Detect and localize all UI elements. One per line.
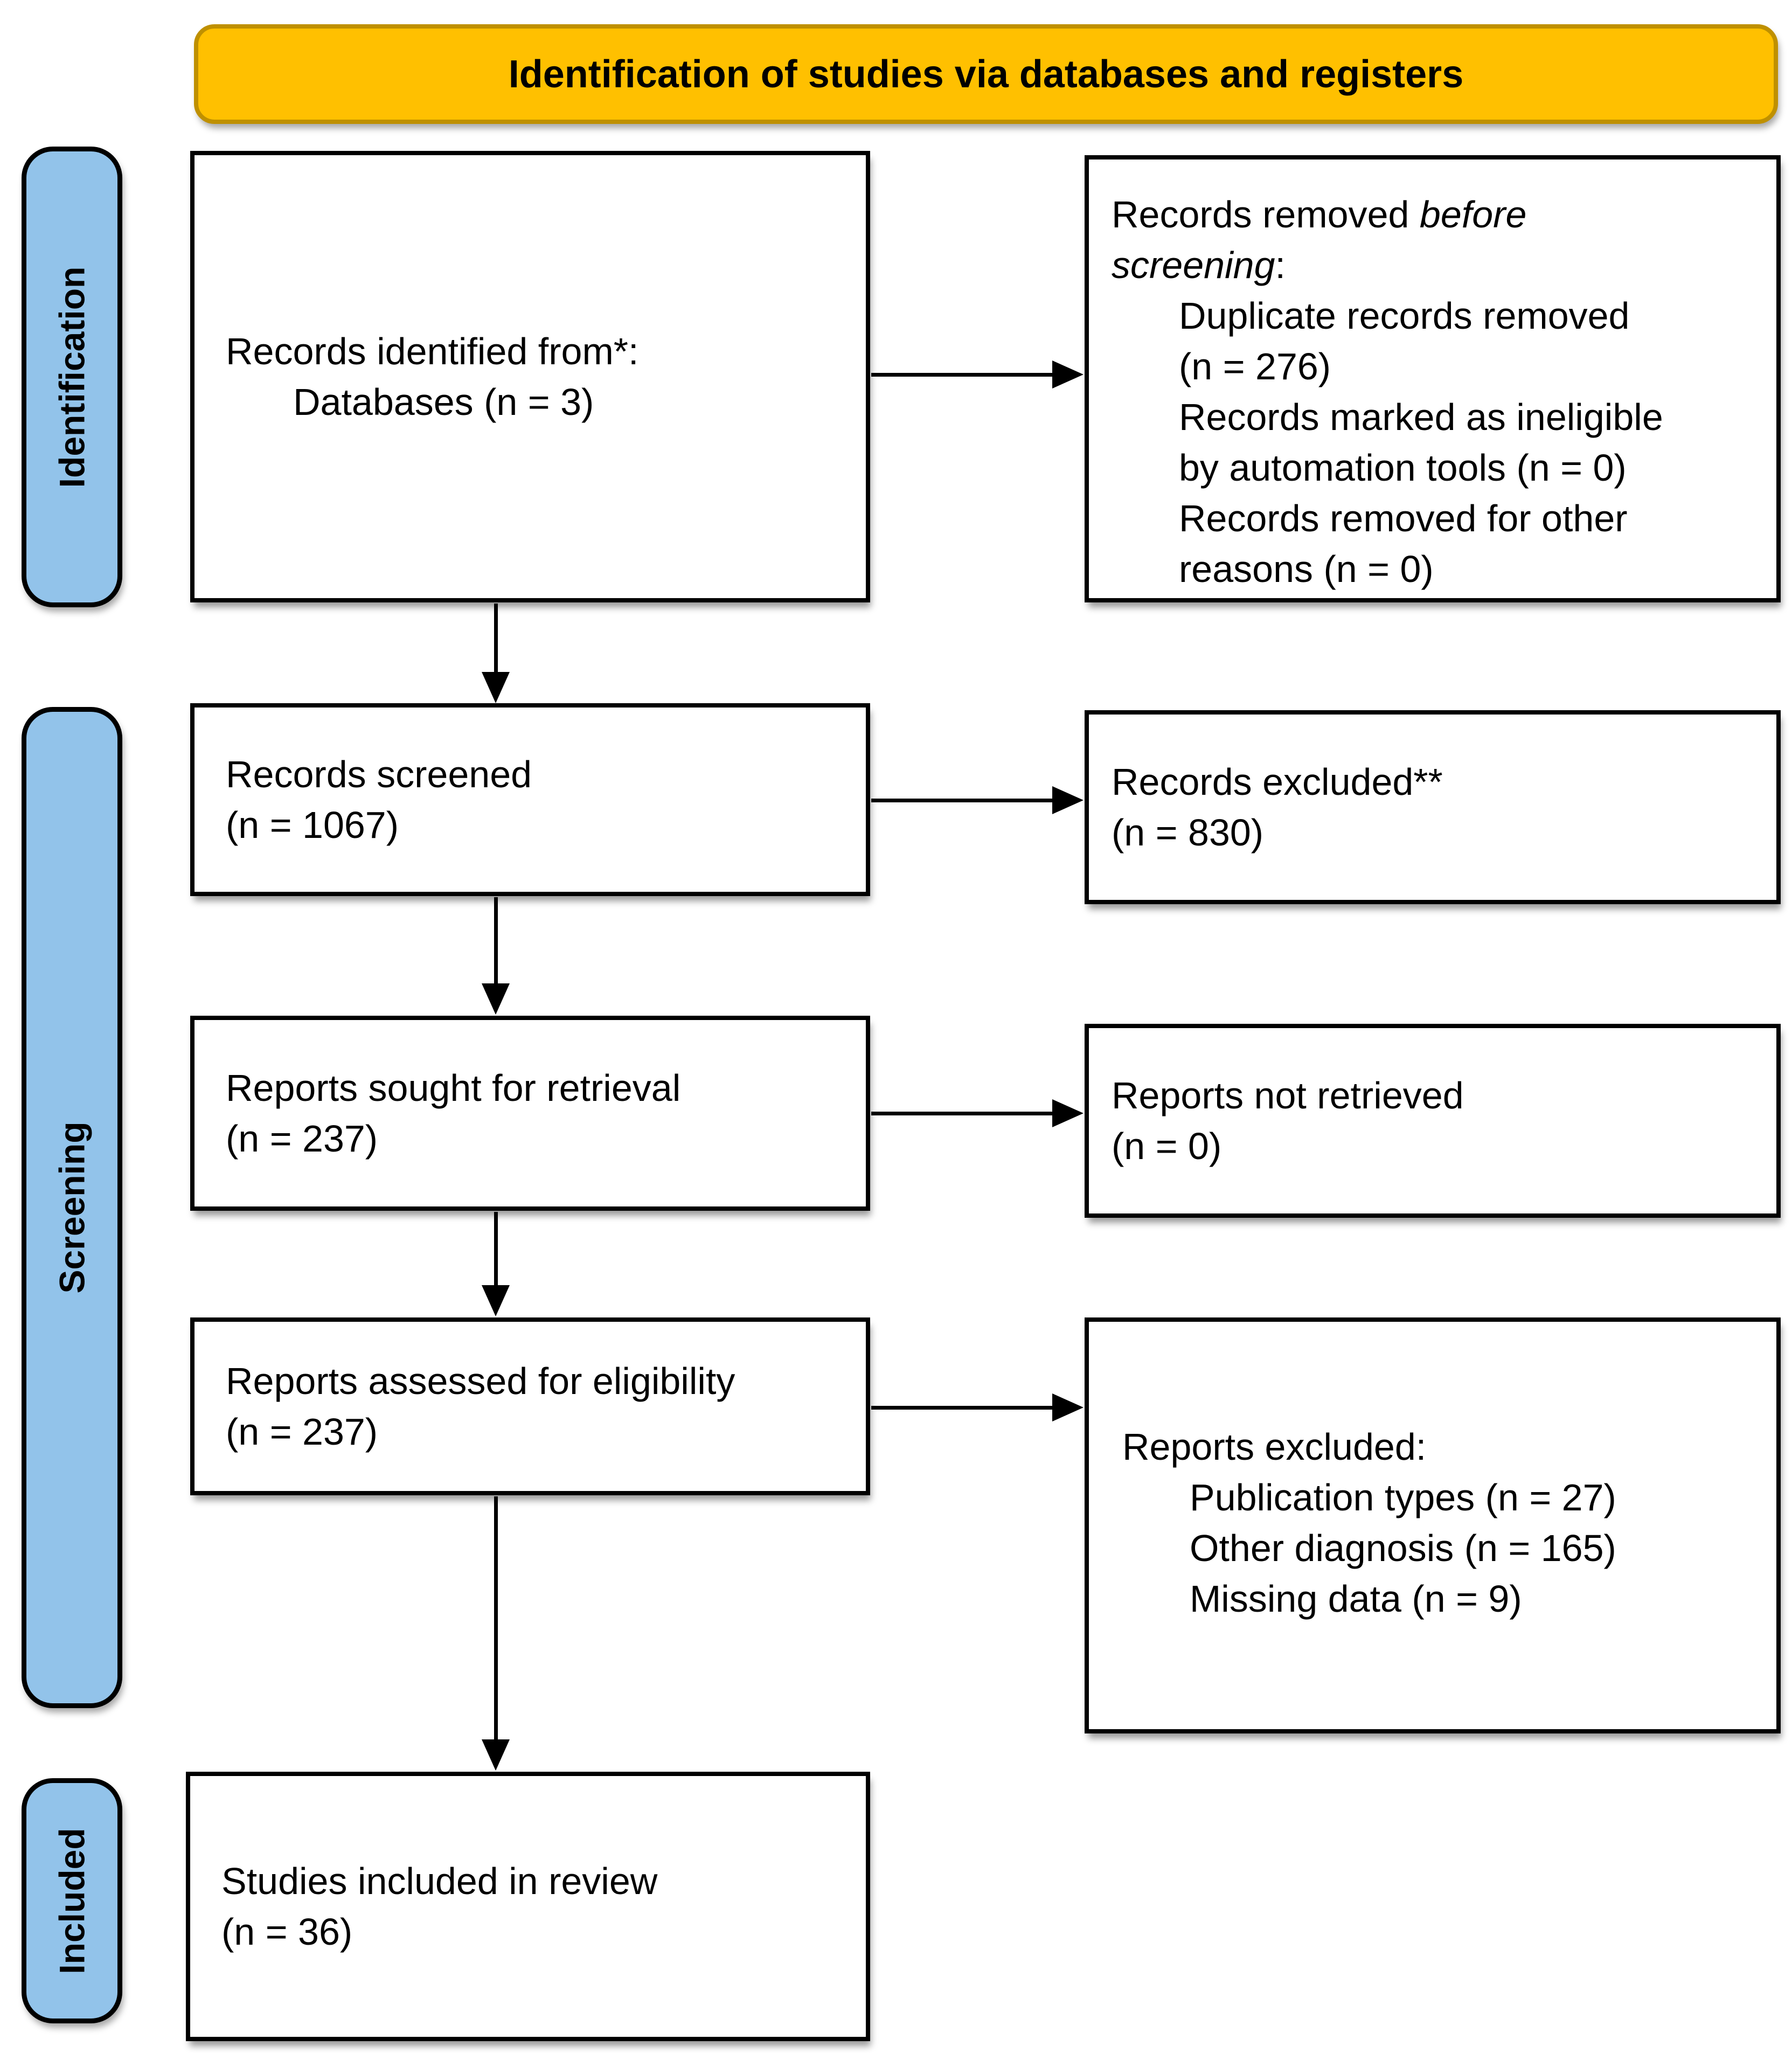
box-records-identified: Records identified from*: Databases (n =… <box>190 151 870 602</box>
banner-label: Identification of studies via databases … <box>508 52 1464 96</box>
box-reports-assessed-line-1: Reports assessed for eligibility <box>226 1360 735 1402</box>
stage-included: Included <box>22 1778 122 2023</box>
box-reports-assessed-line-2: (n = 237) <box>226 1411 378 1453</box>
box-reports-excluded-item: Missing data (n = 9) <box>1190 1578 1522 1620</box>
stage-included-label: Included <box>52 1827 92 1974</box>
box-reports-excluded-item: Other diagnosis (n = 165) <box>1190 1527 1616 1569</box>
arrow-shaft <box>494 604 498 674</box>
box-reports-not-retrieved-line-1: Reports not retrieved <box>1112 1074 1464 1116</box>
box-reports-assessed: Reports assessed for eligibility (n = 23… <box>190 1317 870 1495</box>
arrow-head-right-icon <box>1052 1393 1083 1421</box>
box-reports-excluded: Reports excluded: Publication types (n =… <box>1085 1317 1781 1733</box>
box-records-identified-line-2: Databases (n = 3) <box>293 381 594 423</box>
right-arrow-assessed-to-reports-excluded <box>871 1393 1083 1421</box>
box-records-excluded: Records excluded** (n = 830) <box>1085 710 1781 904</box>
box-records-screened-line-2: (n = 1067) <box>226 804 399 846</box>
box-reports-excluded-item: Publication types (n = 27) <box>1190 1476 1616 1518</box>
box-records-removed-item: reasons (n = 0) <box>1179 548 1434 590</box>
box-records-screened-line-1: Records screened <box>226 753 532 795</box>
down-arrow-sought-to-assessed <box>482 1212 510 1316</box>
stage-screening-label: Screening <box>52 1121 92 1294</box>
box-reports-not-retrieved: Reports not retrieved (n = 0) <box>1085 1024 1781 1218</box>
arrow-shaft <box>871 1406 1054 1410</box>
box-studies-included-line-2: (n = 36) <box>221 1911 353 1953</box>
arrow-shaft <box>494 1212 498 1287</box>
right-arrow-screened-to-excluded <box>871 786 1083 814</box>
down-arrow-screened-to-sought <box>482 897 510 1015</box>
box-records-removed-item: (n = 276) <box>1179 345 1331 387</box>
arrow-head-down-icon <box>482 1285 510 1316</box>
box-studies-included: Studies included in review (n = 36) <box>186 1772 870 2041</box>
arrow-shaft <box>494 897 498 986</box>
stage-identification-label: Identification <box>52 266 92 488</box>
arrow-head-right-icon <box>1052 1099 1083 1127</box>
arrow-head-down-icon <box>482 672 510 703</box>
down-arrow-identified-to-screened <box>482 604 510 703</box>
arrow-head-down-icon <box>482 983 510 1015</box>
box-reports-excluded-heading: Reports excluded: <box>1122 1426 1427 1468</box>
box-records-removed: Records removed before screening: Duplic… <box>1085 155 1781 602</box>
right-arrow-sought-to-not-retrieved <box>871 1099 1083 1127</box>
arrow-shaft <box>871 373 1054 377</box>
box-records-identified-line-1: Records identified from*: <box>226 330 639 372</box>
stage-screening: Screening <box>22 707 122 1708</box>
arrow-shaft <box>871 1112 1054 1115</box>
box-records-excluded-line-2: (n = 830) <box>1112 812 1264 854</box>
box-reports-sought-line-1: Reports sought for retrieval <box>226 1067 681 1109</box>
stage-identification: Identification <box>22 147 122 607</box>
box-records-excluded-line-1: Records excluded** <box>1112 761 1443 803</box>
box-records-removed-line-2: screening: <box>1112 244 1286 286</box>
box-studies-included-line-1: Studies included in review <box>221 1860 658 1902</box>
down-arrow-assessed-to-included <box>482 1496 510 1771</box>
right-arrow-identified-to-removed <box>871 360 1083 389</box>
box-records-removed-item: by automation tools (n = 0) <box>1179 447 1627 489</box>
box-reports-not-retrieved-line-2: (n = 0) <box>1112 1125 1222 1167</box>
box-reports-sought-line-2: (n = 237) <box>226 1118 378 1160</box>
arrow-head-right-icon <box>1052 360 1083 389</box>
box-records-screened: Records screened (n = 1067) <box>190 703 870 896</box>
banner: Identification of studies via databases … <box>194 24 1778 124</box>
arrow-head-right-icon <box>1052 786 1083 814</box>
arrow-shaft <box>494 1496 498 1742</box>
box-reports-sought: Reports sought for retrieval (n = 237) <box>190 1016 870 1211</box>
arrow-shaft <box>871 799 1054 802</box>
box-records-removed-line-1: Records removed before <box>1112 193 1527 235</box>
box-records-removed-item: Records marked as ineligible <box>1179 396 1663 438</box>
box-records-removed-item: Duplicate records removed <box>1179 295 1630 337</box>
arrow-head-down-icon <box>482 1739 510 1771</box>
box-records-removed-item: Records removed for other <box>1179 497 1628 539</box>
